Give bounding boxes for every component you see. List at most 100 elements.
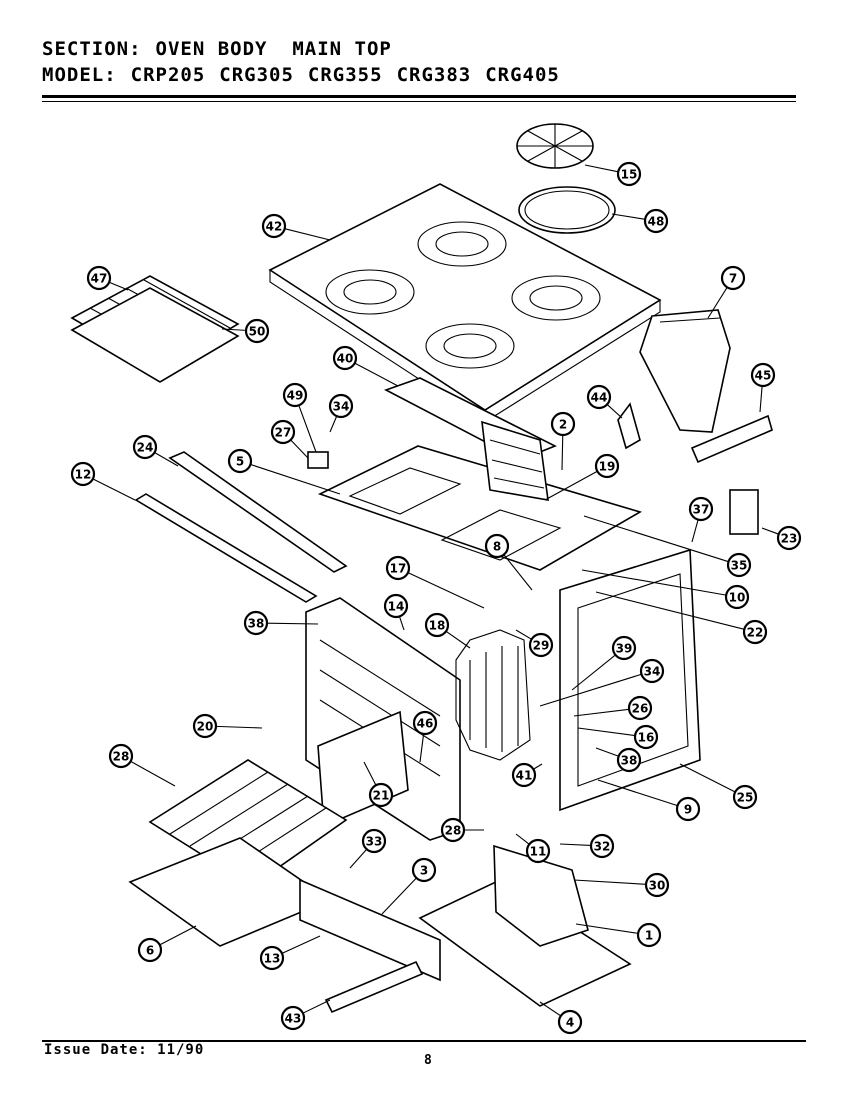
- leader-line: [515, 833, 530, 845]
- model-number: CRG355: [307, 64, 383, 86]
- callout-label: 2: [559, 418, 567, 432]
- valve-assembly: [481, 420, 549, 501]
- callout-27: 27: [270, 419, 309, 459]
- callout-37: 37: [688, 496, 714, 543]
- callout-41: 41: [511, 762, 543, 788]
- footer-rule: [42, 1040, 806, 1042]
- callout-circle: [280, 1005, 306, 1031]
- callout-label: 33: [366, 835, 383, 849]
- callout-19: 19: [544, 453, 620, 501]
- leader-line: [159, 925, 197, 946]
- callout-label: 50: [249, 325, 266, 339]
- leader-line: [250, 463, 341, 495]
- callout-8: 8: [484, 533, 533, 591]
- callout-circle: [332, 345, 358, 371]
- callout-17: 17: [385, 555, 485, 609]
- callout-4: 4: [539, 1001, 583, 1035]
- model-label: MODEL:: [42, 64, 117, 86]
- leader-line: [266, 622, 319, 625]
- callout-label: 41: [516, 769, 533, 783]
- rear-panel: [493, 844, 589, 947]
- leader-line: [561, 434, 564, 471]
- callout-label: 3: [420, 864, 428, 878]
- callout-label: 16: [638, 731, 655, 745]
- burner-box: [317, 445, 643, 571]
- leader-line: [154, 452, 179, 467]
- callout-label: 30: [649, 879, 666, 893]
- callout-circle: [424, 612, 450, 638]
- callout-circle: [108, 743, 134, 769]
- callout-circle: [611, 635, 637, 661]
- callout-label: 1: [645, 929, 653, 943]
- callout-39: 39: [571, 635, 637, 691]
- model-number: CRG405: [485, 64, 560, 86]
- header-rule-thin: [42, 101, 796, 102]
- callout-circle: [328, 393, 354, 419]
- leader-line: [759, 385, 763, 413]
- callout-circle: [192, 713, 218, 739]
- leader-line: [575, 923, 639, 934]
- callout-30: 30: [573, 872, 670, 898]
- callout-circle: [137, 937, 163, 963]
- callout-22: 22: [595, 591, 768, 645]
- callout-circle: [270, 419, 296, 445]
- callout-circle: [412, 710, 438, 736]
- callout-label: 34: [333, 400, 350, 414]
- leader-line: [302, 999, 331, 1014]
- callout-label: 34: [644, 665, 661, 679]
- leader-line: [503, 554, 533, 591]
- leader-line: [679, 763, 736, 793]
- callout-circle: [726, 552, 752, 578]
- trim-ring-inner: [524, 190, 610, 230]
- callout-circle: [636, 922, 662, 948]
- callout-circle: [528, 632, 554, 658]
- callout-14: 14: [383, 593, 409, 631]
- burner-tube: [324, 960, 424, 1014]
- callout-circle: [732, 784, 758, 810]
- drawer-slide: [299, 878, 441, 982]
- callout-label: 11: [530, 845, 547, 859]
- callout-38: 38: [243, 610, 319, 636]
- leader-line: [92, 478, 136, 501]
- callout-circle: [589, 833, 615, 859]
- callout-circle: [550, 411, 576, 437]
- callout-20: 20: [192, 713, 263, 739]
- leader-line: [559, 843, 592, 847]
- callout-label: 20: [197, 720, 214, 734]
- callout-circle: [132, 434, 158, 460]
- leader-line: [577, 727, 636, 737]
- callout-9: 9: [597, 779, 701, 822]
- callout-circle: [688, 496, 714, 522]
- leader-line: [329, 415, 338, 433]
- callout-13: 13: [259, 935, 321, 971]
- leader-line: [584, 164, 619, 173]
- callout-50: 50: [221, 318, 270, 344]
- callout-circle: [259, 945, 285, 971]
- callout-label: 23: [781, 532, 798, 546]
- callout-circle: [675, 796, 701, 822]
- callout-circle: [261, 213, 287, 239]
- leader-line: [515, 629, 532, 640]
- leader-line: [108, 281, 129, 291]
- callout-25: 25: [679, 763, 758, 810]
- leader-line: [581, 569, 727, 596]
- back-guard: [639, 309, 731, 433]
- oven-rack-upper: [70, 275, 240, 383]
- callout-circle: [440, 817, 466, 843]
- callout-label: 9: [684, 803, 692, 817]
- header-rule: [42, 95, 796, 98]
- leader-line: [761, 527, 779, 535]
- callout-circle: [586, 384, 612, 410]
- issue-date: Issue Date: 11/90: [44, 1042, 205, 1058]
- callout-10: 10: [581, 569, 750, 610]
- callout-circle: [385, 555, 411, 581]
- callout-label: 15: [621, 168, 638, 182]
- callout-circle: [720, 265, 746, 291]
- callout-label: 44: [591, 391, 608, 405]
- callout-48: 48: [611, 208, 669, 234]
- callout-24: 24: [132, 434, 179, 467]
- callout-circle: [86, 265, 112, 291]
